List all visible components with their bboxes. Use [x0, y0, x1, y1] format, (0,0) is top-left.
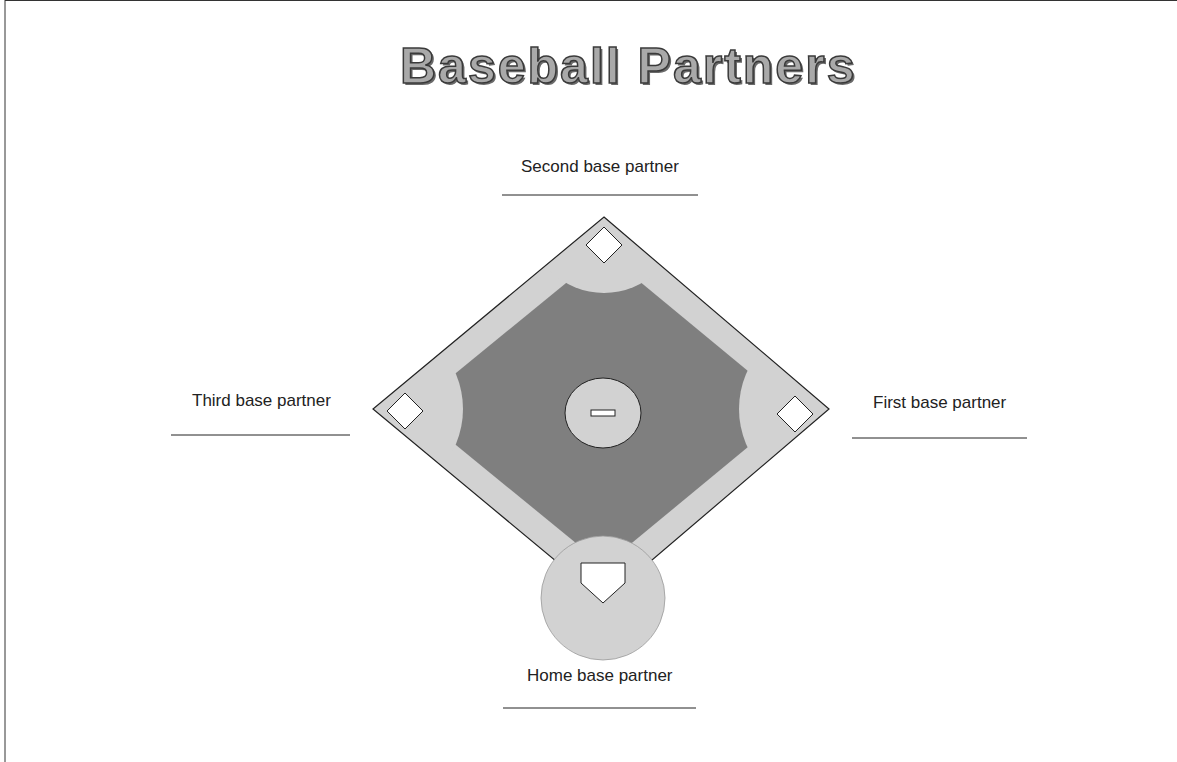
partner-label: First base partner [873, 393, 1006, 413]
pitchers-mound [565, 378, 641, 448]
first-base [777, 396, 813, 432]
answer-line [502, 195, 698, 196]
answer-line [852, 438, 1027, 439]
page-title: Baseball Partners [400, 37, 856, 95]
home-dirt [541, 536, 665, 660]
answer-line [503, 708, 696, 709]
page-border [5, 0, 6, 762]
partner-label: Home base partner [527, 666, 673, 686]
partner-label: Third base partner [192, 391, 331, 411]
answer-line [171, 435, 350, 436]
infield-grass [412, 252, 794, 566]
second-base [586, 227, 622, 263]
partner-label: Second base partner [521, 157, 679, 177]
third-base [387, 393, 423, 429]
page-border [5, 0, 1177, 1]
home-plate [581, 563, 625, 603]
pitchers-rubber [591, 410, 615, 416]
